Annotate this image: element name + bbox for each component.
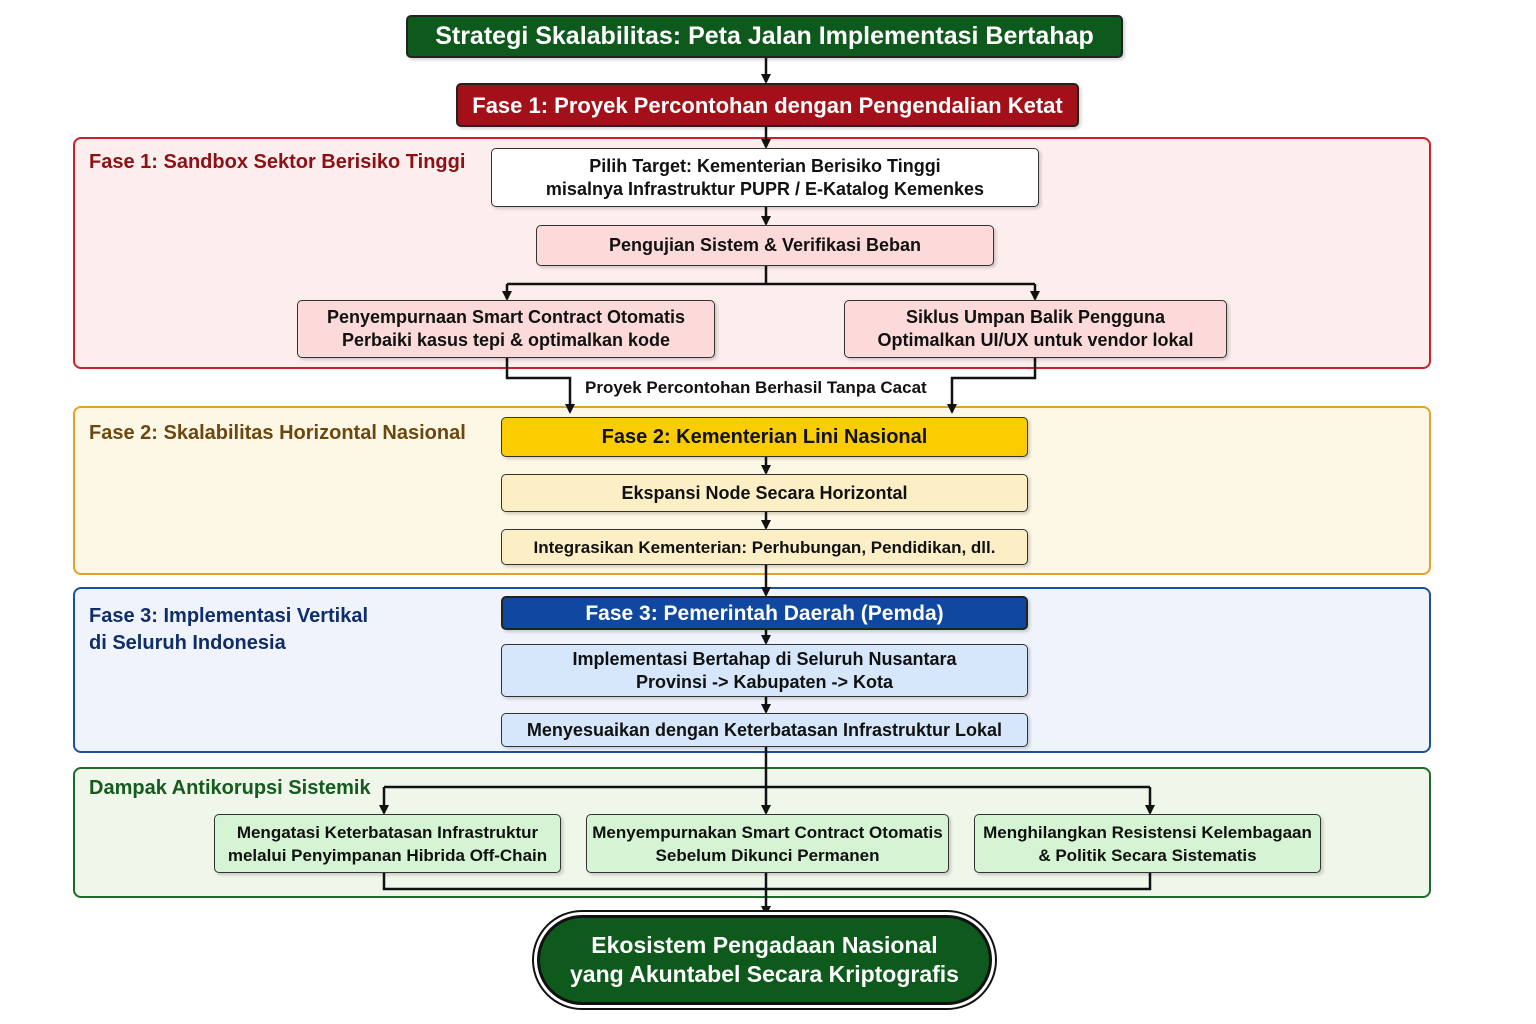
phase1-target-box: Pilih Target: Kementerian Berisiko Tingg… [491, 148, 1039, 207]
phase3-step1-box: Implementasi Bertahap di Seluruh Nusanta… [501, 644, 1028, 697]
phase1-left-box: Penyempurnaan Smart Contract Otomatis Pe… [297, 300, 715, 358]
phase3-panel-title: Fase 3: Implementasi Vertikal di Seluruh… [89, 605, 369, 654]
phase1-header: Fase 1: Proyek Percontohan dengan Pengen… [456, 83, 1079, 127]
phase2-header: Fase 2: Kementerian Lini Nasional [501, 417, 1028, 457]
phase1-success-label: Proyek Percontohan Berhasil Tanpa Cacat [585, 378, 927, 397]
phase3-step2-box: Menyesuaikan dengan Keterbatasan Infrast… [501, 713, 1028, 747]
impact-item-resistance: Menghilangkan Resistensi Kelembagaan & P… [974, 814, 1321, 873]
phase3-header: Fase 3: Pemerintah Daerah (Pemda) [501, 596, 1028, 630]
phase1-panel-title: Fase 1: Sandbox Sektor Berisiko Tinggi [89, 151, 466, 173]
impact-item-smart-contract: Menyempurnakan Smart Contract Otomatis S… [586, 814, 949, 873]
phase2-step2-box: Integrasikan Kementerian: Perhubungan, P… [501, 529, 1028, 565]
final-outcome: Ekosistem Pengadaan Nasional yang Akunta… [537, 915, 992, 1005]
impact-panel-title: Dampak Antikorupsi Sistemik [89, 777, 371, 799]
impact-item-infrastructure: Mengatasi Keterbatasan Infrastruktur mel… [214, 814, 561, 873]
phase2-step1-box: Ekspansi Node Secara Horizontal [501, 474, 1028, 512]
phase2-panel-title: Fase 2: Skalabilitas Horizontal Nasional [89, 422, 466, 444]
phase1-right-box: Siklus Umpan Balik Pengguna Optimalkan U… [844, 300, 1227, 358]
diagram-title: Strategi Skalabilitas: Peta Jalan Implem… [406, 15, 1123, 58]
phase1-testing-box: Pengujian Sistem & Verifikasi Beban [536, 225, 994, 266]
